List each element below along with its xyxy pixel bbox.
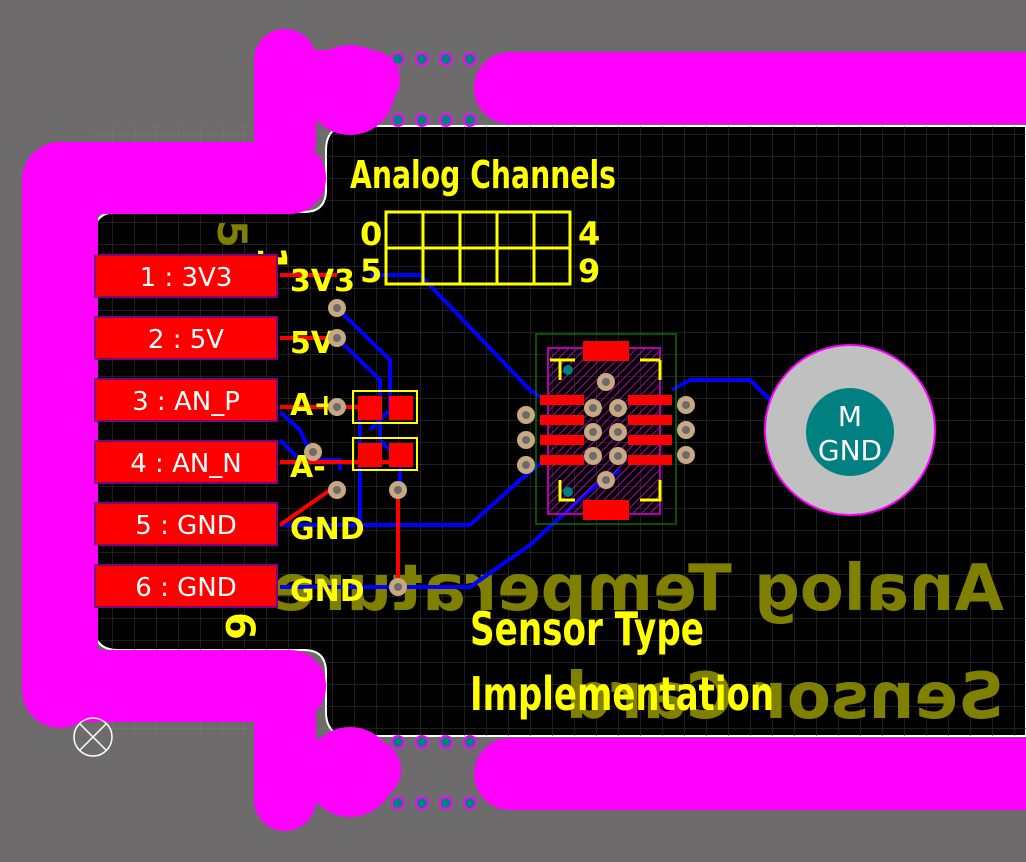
- ic-pin: [628, 395, 672, 405]
- ic-pin: [628, 455, 672, 465]
- mirrored-pin-bottom: 6: [216, 612, 262, 640]
- via: [517, 456, 535, 474]
- via: [328, 299, 346, 317]
- net-label: 5V: [290, 326, 335, 361]
- via: [584, 447, 602, 465]
- sensor-type-line2: Implementation: [470, 667, 774, 721]
- net-label: GND: [290, 574, 365, 609]
- via: [677, 421, 695, 439]
- connector-pad: 3 : AN_P: [94, 378, 278, 422]
- via: [609, 447, 627, 465]
- mount-hole-label-line1: M: [838, 400, 862, 433]
- ic-footprint: [535, 333, 677, 525]
- analog-channel-header: Analog Channels 0 5 4 9: [350, 153, 616, 290]
- connector-pad-label: 3 : AN_P: [132, 387, 240, 417]
- header-title: Analog Channels: [350, 153, 616, 197]
- via: [677, 396, 695, 414]
- via: [597, 373, 615, 391]
- via: [517, 406, 535, 424]
- connector-pads: 1 : 3V3 2 : 5V 3 : AN_P 4 : AN_N 5 : GND 6 : …: [94, 254, 278, 608]
- channel-label-0: 0: [360, 215, 382, 253]
- connector-pad-label: 2 : 5V: [148, 325, 224, 355]
- channel-label-5: 5: [360, 252, 382, 290]
- keepout-blobs: [305, 45, 395, 817]
- ic-pin: [628, 415, 672, 425]
- connector-pad: 4 : AN_N: [94, 440, 278, 484]
- connector-pad: 5 : GND: [94, 502, 278, 546]
- via: [389, 578, 407, 596]
- ic-pin: [540, 455, 584, 465]
- via: [517, 431, 535, 449]
- edge-vias: [391, 52, 477, 810]
- via: [609, 423, 627, 441]
- ic-pin: [540, 395, 584, 405]
- origin-marker-icon: [73, 717, 113, 757]
- mount-hole: M GND: [764, 344, 936, 516]
- mirrored-title-line2: Sensor Card: [566, 660, 1005, 734]
- via: [328, 398, 346, 416]
- connector-pad: 6 : GND: [94, 564, 278, 608]
- net-label: 3V3: [290, 264, 355, 299]
- mount-hole-label-line2: GND: [818, 434, 882, 467]
- channel-label-9: 9: [578, 252, 600, 290]
- via: [328, 329, 346, 347]
- passive-components: [352, 390, 418, 471]
- via: [584, 423, 602, 441]
- via: [597, 471, 615, 489]
- connector-pad-label: 1 : 3V3: [140, 263, 233, 293]
- connector-pad: 1 : 3V3: [94, 254, 278, 298]
- vias: [304, 299, 695, 596]
- mirrored-pin-top-digit: 5: [208, 220, 254, 248]
- via: [609, 399, 627, 417]
- via: [389, 481, 407, 499]
- via: [677, 446, 695, 464]
- sensor-type-text: Sensor Type Implementation: [470, 602, 774, 721]
- connector-pad-label: 4 : AN_N: [130, 449, 242, 479]
- connector-pad-label: 5 : GND: [135, 511, 236, 541]
- via: [304, 443, 322, 461]
- ic-pin: [628, 435, 672, 445]
- ic-pin: [540, 415, 584, 425]
- sensor-type-line1: Sensor Type: [470, 602, 704, 656]
- connector-pad: 2 : 5V: [94, 316, 278, 360]
- via: [584, 399, 602, 417]
- channel-label-4: 4: [578, 215, 600, 253]
- connector-pad-label: 6 : GND: [135, 573, 236, 603]
- net-label: GND: [290, 512, 365, 547]
- via: [328, 481, 346, 499]
- ic-pin: [540, 435, 584, 445]
